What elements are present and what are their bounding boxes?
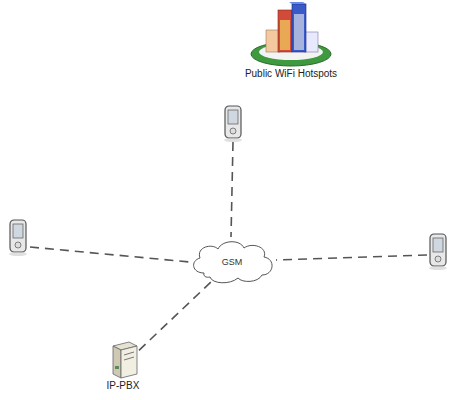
hotspot-node: Public WiFi Hotspots	[245, 2, 337, 79]
node-label: GSM	[186, 257, 278, 267]
server-node: IP-PBX	[105, 340, 141, 391]
network-cloud: GSM	[186, 237, 278, 287]
node-label: Public WiFi Hotspots	[245, 68, 337, 79]
node-label: IP-PBX	[105, 380, 141, 391]
mobile-phone	[429, 234, 447, 270]
mobile-phone	[9, 220, 27, 256]
building-icon	[248, 2, 334, 68]
dashed-link	[139, 281, 212, 350]
server-icon	[105, 340, 141, 380]
mobile-phone	[224, 106, 242, 142]
